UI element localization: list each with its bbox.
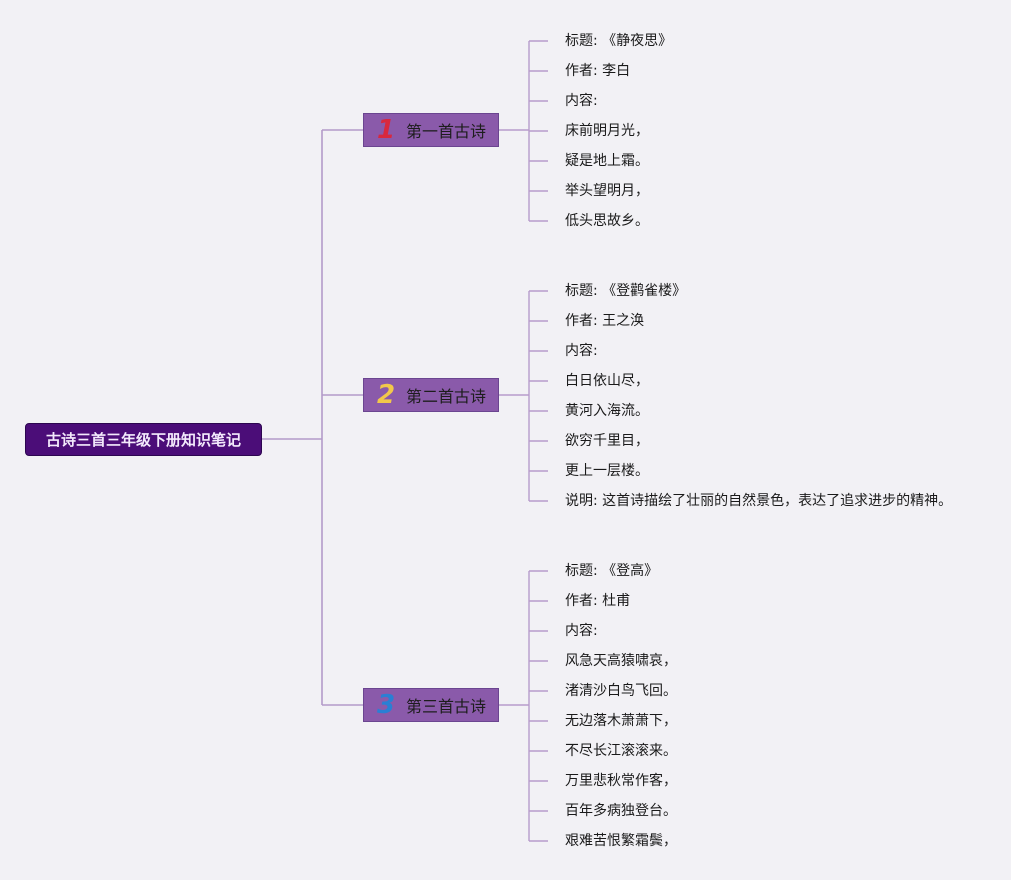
leaf-topic[interactable]: 欲穷千里目， xyxy=(565,433,649,449)
leaf-topic[interactable]: 作者: 杜甫 xyxy=(565,593,631,609)
leaf-topic[interactable]: 说明: 这首诗描绘了壮丽的自然景色，表达了追求进步的精神。 xyxy=(565,493,953,509)
branch-topic-label: 第三首古诗 xyxy=(406,697,487,716)
branch-topic-3[interactable]: 3 第三首古诗 xyxy=(363,688,499,722)
leaf-topic[interactable]: 低头思故乡。 xyxy=(565,213,649,229)
leaf-topic[interactable]: 标题: 《静夜思》 xyxy=(565,33,673,49)
leaf-topic[interactable]: 不尽长江滚滚来。 xyxy=(565,743,677,759)
leaf-topic[interactable]: 无边落木萧萧下， xyxy=(565,713,677,729)
root-topic[interactable]: 古诗三首三年级下册知识笔记 xyxy=(25,423,262,456)
leaf-topic[interactable]: 标题: 《登鹳雀楼》 xyxy=(565,283,687,299)
leaf-topic[interactable]: 内容: xyxy=(565,623,598,639)
branch-topic-label: 第一首古诗 xyxy=(406,122,487,141)
number-3-icon: 3 xyxy=(376,690,396,720)
leaf-topic[interactable]: 标题: 《登高》 xyxy=(565,563,659,579)
branch-topic-1[interactable]: 1 第一首古诗 xyxy=(363,113,499,147)
branch-topic-label: 第二首古诗 xyxy=(406,387,487,406)
leaf-topic[interactable]: 百年多病独登台。 xyxy=(565,803,677,819)
leaf-topic[interactable]: 举头望明月， xyxy=(565,183,649,199)
number-2-icon: 2 xyxy=(376,380,396,410)
leaf-topic[interactable]: 作者: 李白 xyxy=(565,63,631,79)
leaf-topic[interactable]: 作者: 王之涣 xyxy=(565,313,645,329)
leaf-topic[interactable]: 风急天高猿啸哀， xyxy=(565,653,677,669)
leaf-topic[interactable]: 万里悲秋常作客， xyxy=(565,773,677,789)
leaf-topic[interactable]: 黄河入海流。 xyxy=(565,403,649,419)
leaf-topic[interactable]: 艰难苦恨繁霜鬓， xyxy=(565,833,677,849)
leaf-topic[interactable]: 渚清沙白鸟飞回。 xyxy=(565,683,677,699)
leaf-topic[interactable]: 内容: xyxy=(565,93,598,109)
leaf-topic[interactable]: 床前明月光， xyxy=(565,123,649,139)
leaf-topic[interactable]: 疑是地上霜。 xyxy=(565,153,649,169)
branch-topic-2[interactable]: 2 第二首古诗 xyxy=(363,378,499,412)
leaf-topic[interactable]: 白日依山尽， xyxy=(565,373,649,389)
leaf-topic[interactable]: 内容: xyxy=(565,343,598,359)
number-1-icon: 1 xyxy=(376,115,396,145)
root-topic-label: 古诗三首三年级下册知识笔记 xyxy=(45,431,241,449)
leaf-topic[interactable]: 更上一层楼。 xyxy=(565,463,649,479)
